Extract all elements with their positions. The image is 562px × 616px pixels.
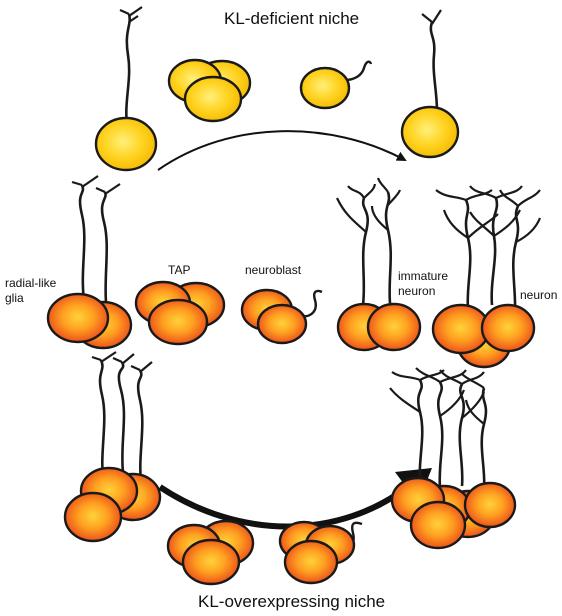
deficient-group	[96, 7, 458, 170]
label-immature: immature	[398, 270, 448, 284]
label-neuroblast: neuroblast	[245, 264, 301, 278]
deficient-neuroblast	[301, 62, 371, 108]
deficient-arrow-icon	[158, 131, 405, 170]
immature-neuron-cells	[337, 178, 420, 350]
tap-cells	[136, 282, 224, 344]
label-neuron: neuron	[520, 289, 557, 303]
title-kl-overexpressing: KL-overexpressing niche	[198, 592, 385, 612]
overexpressing-radial-glia	[65, 352, 160, 541]
label-immature-neuron: neuron	[398, 285, 435, 299]
deficient-radial-glia-right	[402, 10, 458, 157]
deficient-radial-glia	[96, 7, 156, 170]
title-kl-deficient: KL-deficient niche	[224, 9, 359, 29]
deficient-tap-cluster	[169, 60, 250, 121]
label-glia: glia	[5, 292, 24, 306]
overexpressing-neuron-cells	[390, 368, 515, 548]
label-radial-like: radial-like	[5, 277, 56, 291]
overexpressing-neuroblast-cells	[280, 522, 362, 583]
radial-like-glia-cells	[48, 176, 131, 348]
label-tap: TAP	[168, 264, 190, 278]
overexpressing-group	[65, 352, 515, 584]
neuron-cells	[433, 186, 540, 367]
overexpressing-tap-cells	[168, 521, 253, 584]
neuroblast-cells	[242, 290, 322, 343]
